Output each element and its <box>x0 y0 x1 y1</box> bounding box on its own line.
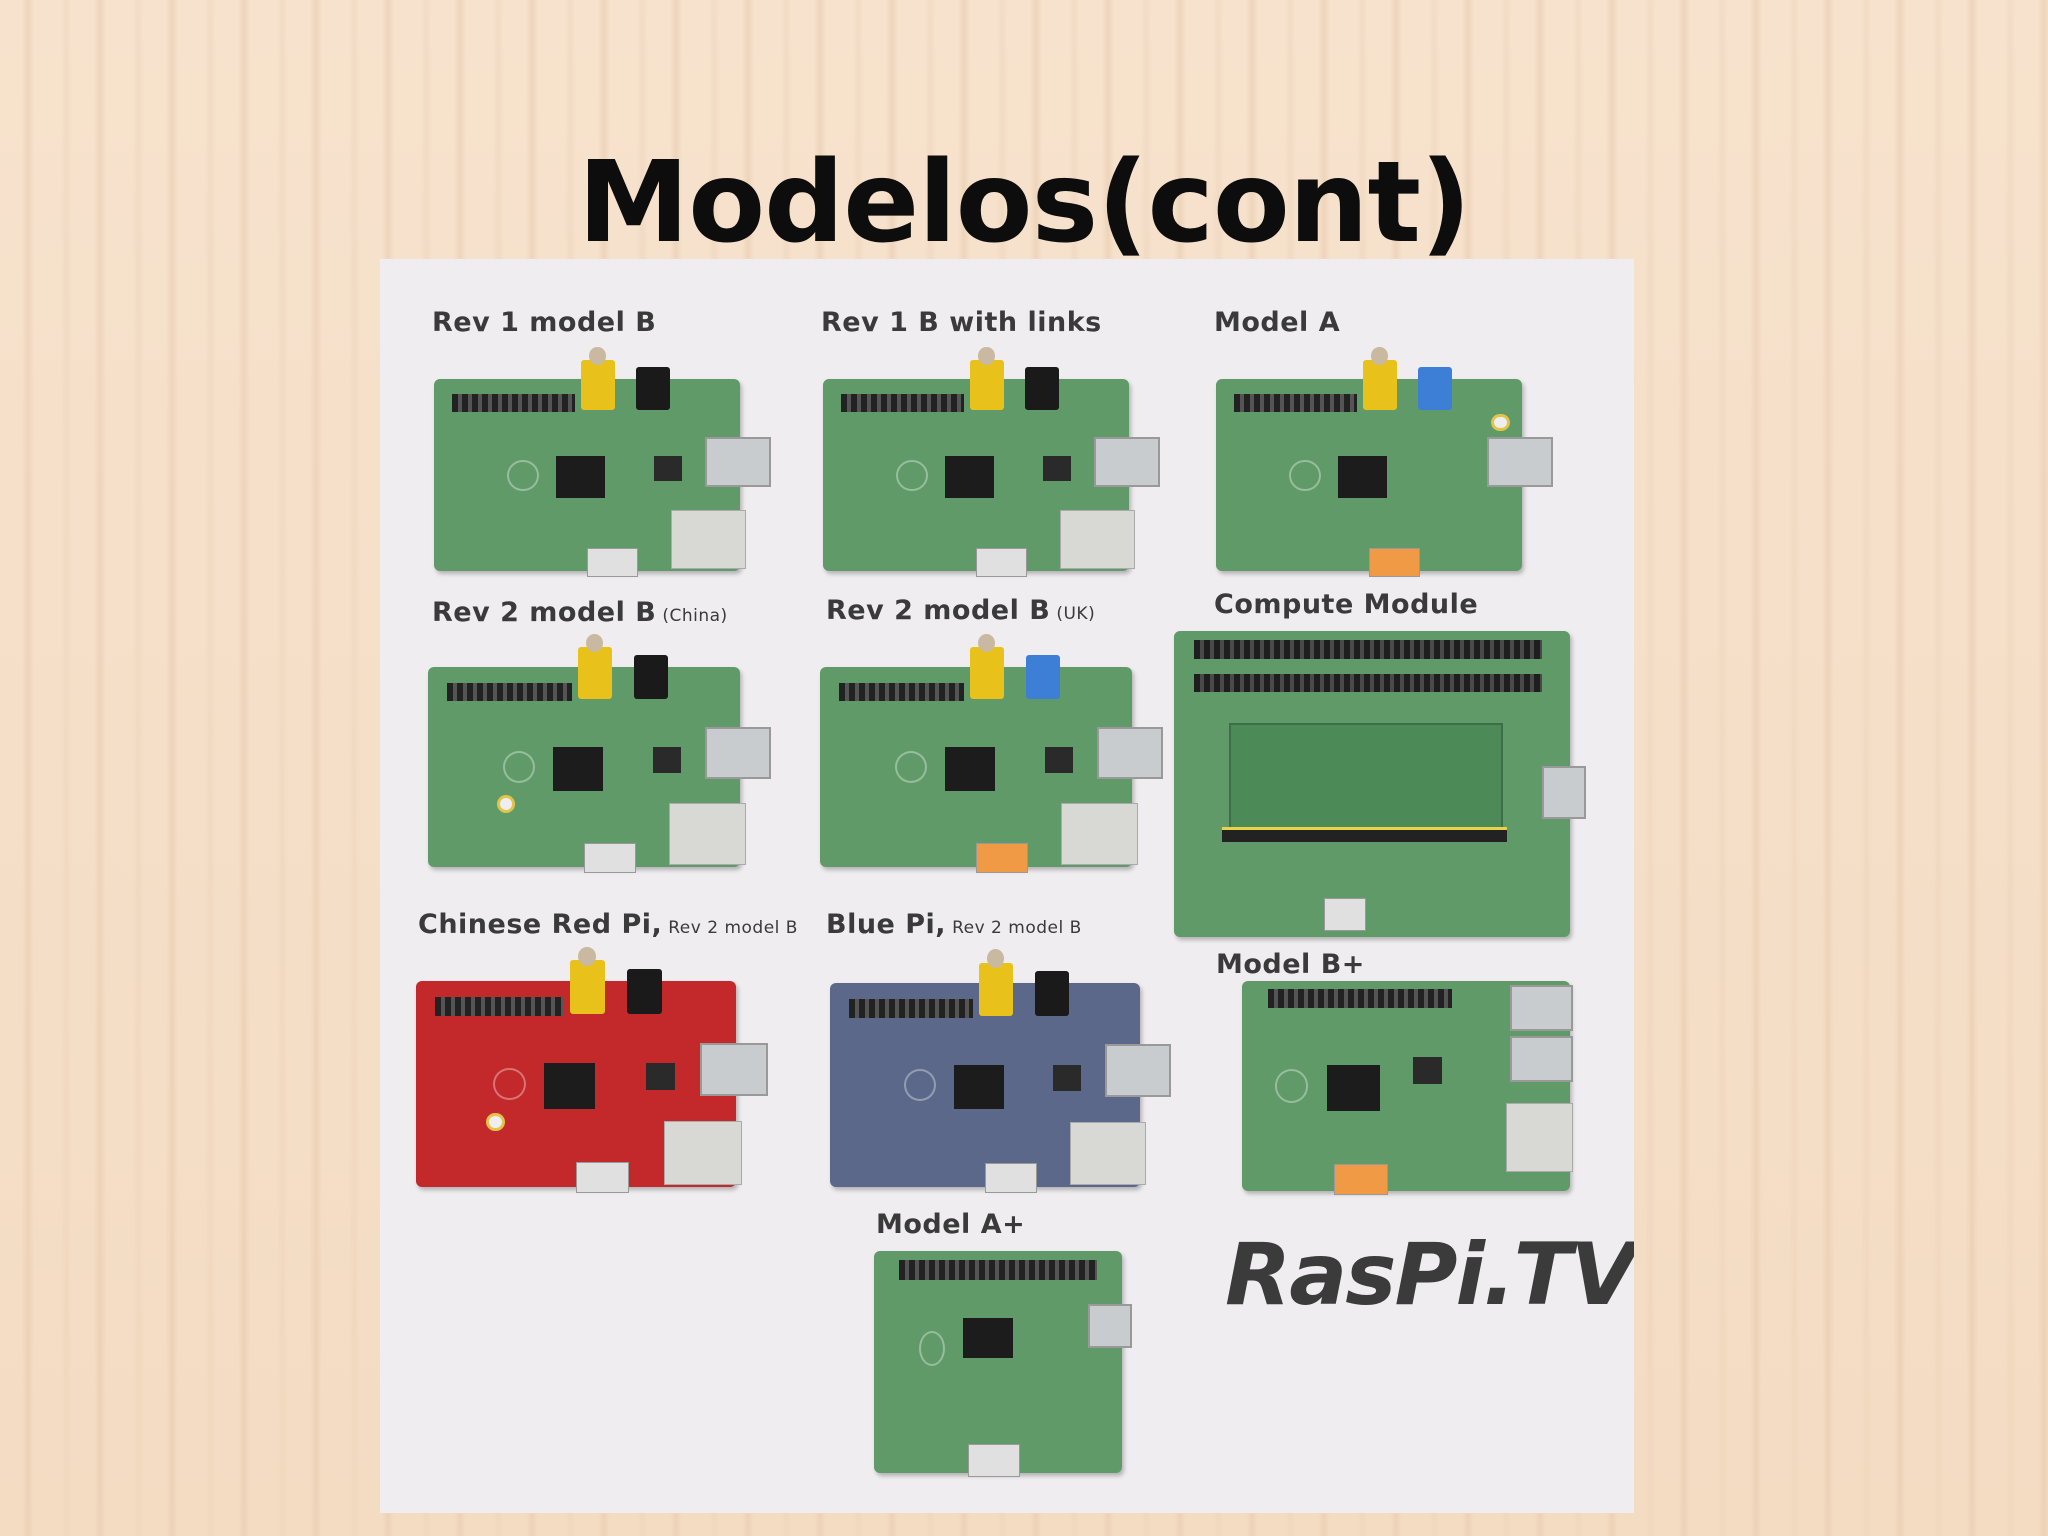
board-rev2-model-b-uk <box>820 634 1164 873</box>
raspberry-pi-models-photo: Rev 1 model B Rev 1 B with links Model A… <box>380 259 1634 1513</box>
board-chinese-red-pi <box>416 947 768 1194</box>
label-model-b-plus: Model B+ <box>1216 949 1365 980</box>
slide-title: Modelos(cont) <box>577 138 1472 268</box>
label-red-pi-text: Chinese Red Pi, <box>418 909 663 940</box>
label-blue-pi-note: Rev 2 model B <box>952 918 1082 938</box>
board-rev1-model-b <box>434 347 771 577</box>
label-blue-pi-text: Blue Pi, <box>826 909 947 940</box>
label-blue-pi: Blue Pi,Rev 2 model B <box>826 909 1082 940</box>
label-model-a: Model A <box>1214 307 1341 338</box>
board-model-a <box>1216 347 1553 577</box>
label-rev1-b-with-links: Rev 1 B with links <box>821 307 1102 338</box>
label-red-pi-note: Rev 2 model B <box>668 918 798 938</box>
board-model-b-plus <box>1242 981 1574 1196</box>
label-rev2-model-b-china: Rev 2 model B(China) <box>432 597 728 628</box>
board-blue-pi <box>830 949 1171 1194</box>
board-compute-module <box>1174 631 1586 937</box>
board-rev2-model-b-china <box>428 634 772 873</box>
label-rev2-model-b-uk: Rev 2 model B(UK) <box>826 595 1095 626</box>
label-rev2-china-note: (China) <box>662 606 728 626</box>
label-chinese-red-pi: Chinese Red Pi,Rev 2 model B <box>418 909 798 940</box>
label-rev1-model-b: Rev 1 model B <box>432 307 657 338</box>
board-rev1-b-with-links <box>823 347 1160 577</box>
label-model-a-plus: Model A+ <box>876 1209 1026 1240</box>
label-rev2-uk-note: (UK) <box>1056 604 1096 624</box>
raspi-tv-watermark: RasPi.TV <box>1225 1225 1634 1325</box>
label-compute-module: Compute Module <box>1214 589 1479 620</box>
label-rev2-china-text: Rev 2 model B <box>432 597 657 628</box>
board-model-a-plus <box>874 1251 1132 1478</box>
label-rev2-uk-text: Rev 2 model B <box>826 595 1051 626</box>
